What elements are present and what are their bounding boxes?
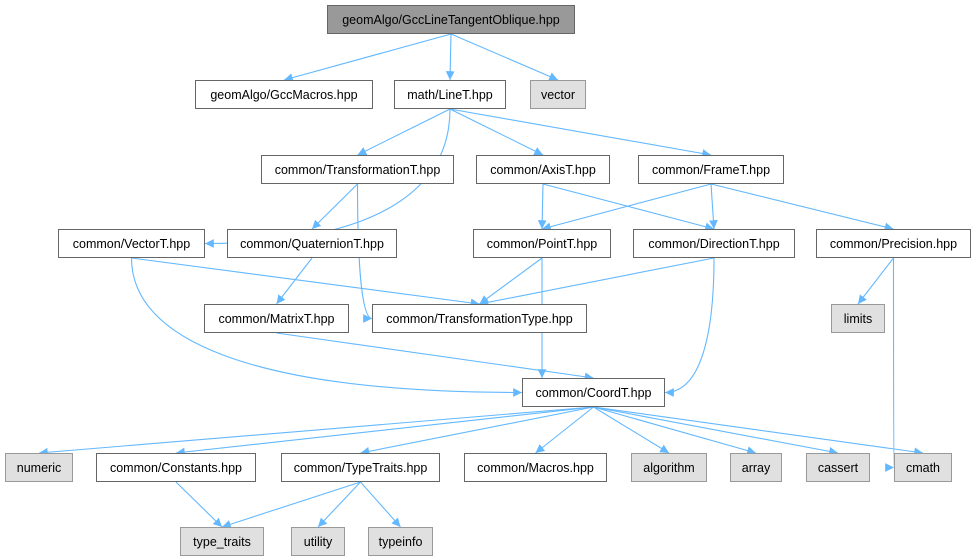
node-constants[interactable]: common/Constants.hpp (96, 453, 256, 482)
edge-coordt-to-algorithm (593, 406, 670, 454)
edge-vectort-to-coordt (130, 257, 523, 397)
edge-coordt-to-cmath (593, 406, 924, 457)
edge-root-to-linet (445, 33, 455, 81)
edge-axist-to-pointt (537, 183, 547, 230)
edge-matrixt-to-coordt (276, 332, 594, 382)
edge-coordt-to-typetraits (360, 406, 594, 456)
node-cmath[interactable]: cmath (894, 453, 952, 482)
edge-vectort-to-transformationtype (131, 257, 480, 308)
node-matrixt[interactable]: common/MatrixT.hpp (204, 304, 349, 333)
node-linet[interactable]: math/LineT.hpp (394, 80, 506, 109)
edge-directiont-to-coordt (664, 257, 715, 397)
edge-framet-to-pointt (541, 183, 712, 231)
edge-linet-to-axist (449, 108, 544, 156)
edge-typetraits-to-type_traits (221, 481, 361, 529)
node-framet[interactable]: common/FrameT.hpp (638, 155, 784, 184)
node-gcclinetangentoblique[interactable]: geomAlgo/GccLineTangentOblique.hpp (327, 5, 575, 34)
edge-root-to-gccmacros (283, 33, 452, 82)
node-axist[interactable]: common/AxisT.hpp (476, 155, 610, 184)
edge-typetraits-to-utility (317, 481, 361, 528)
node-typetraits[interactable]: common/TypeTraits.hpp (281, 453, 440, 482)
node-numeric[interactable]: numeric (5, 453, 73, 482)
edge-coordt-to-numeric (38, 406, 594, 457)
node-coordt[interactable]: common/CoordT.hpp (522, 378, 665, 407)
node-vectort[interactable]: common/VectorT.hpp (58, 229, 205, 258)
node-typeinfo[interactable]: typeinfo (368, 527, 433, 556)
edge-coordt-to-macros (535, 406, 594, 454)
edge-framet-to-precision (710, 183, 894, 232)
edge-typetraits-to-typeinfo (360, 481, 401, 528)
edge-linet-to-framet (449, 108, 712, 158)
edge-constants-to-type_traits (175, 481, 223, 528)
edge-precision-to-cmath (884, 257, 895, 470)
node-macros[interactable]: common/Macros.hpp (464, 453, 607, 482)
edge-directiont-to-transformationtype (479, 257, 715, 307)
node-gccmacros[interactable]: geomAlgo/GccMacros.hpp (195, 80, 373, 109)
node-array[interactable]: array (730, 453, 782, 482)
node-cassert[interactable]: cassert (806, 453, 870, 482)
edge-transformationt-to-transformationtype (356, 183, 373, 323)
node-utility[interactable]: utility (291, 527, 345, 556)
edge-quaterniont-to-matrixt (276, 257, 313, 305)
node-vector[interactable]: vector (530, 80, 586, 109)
node-limits[interactable]: limits (831, 304, 885, 333)
edge-transformationt-to-quaterniont (311, 183, 358, 230)
edge-root-to-vector (450, 33, 559, 81)
node-algorithm[interactable]: algorithm (631, 453, 707, 482)
node-transformationtype[interactable]: common/TransformationType.hpp (372, 304, 587, 333)
node-transformationt[interactable]: common/TransformationT.hpp (261, 155, 454, 184)
edge-linet-to-transformationt (357, 108, 451, 156)
node-type-traits[interactable]: type_traits (180, 527, 264, 556)
edge-pointt-to-transformationtype (479, 257, 543, 305)
node-pointt[interactable]: common/PointT.hpp (473, 229, 611, 258)
edge-precision-to-limits (857, 257, 894, 305)
edge-coordt-to-cassert (593, 406, 839, 456)
edge-coordt-to-array (593, 406, 757, 455)
edge-framet-to-directiont (709, 183, 718, 230)
edge-coordt-to-constants (175, 406, 594, 457)
node-precision[interactable]: common/Precision.hpp (816, 229, 971, 258)
node-quaterniont[interactable]: common/QuaternionT.hpp (227, 229, 397, 258)
node-directiont[interactable]: common/DirectionT.hpp (633, 229, 795, 258)
